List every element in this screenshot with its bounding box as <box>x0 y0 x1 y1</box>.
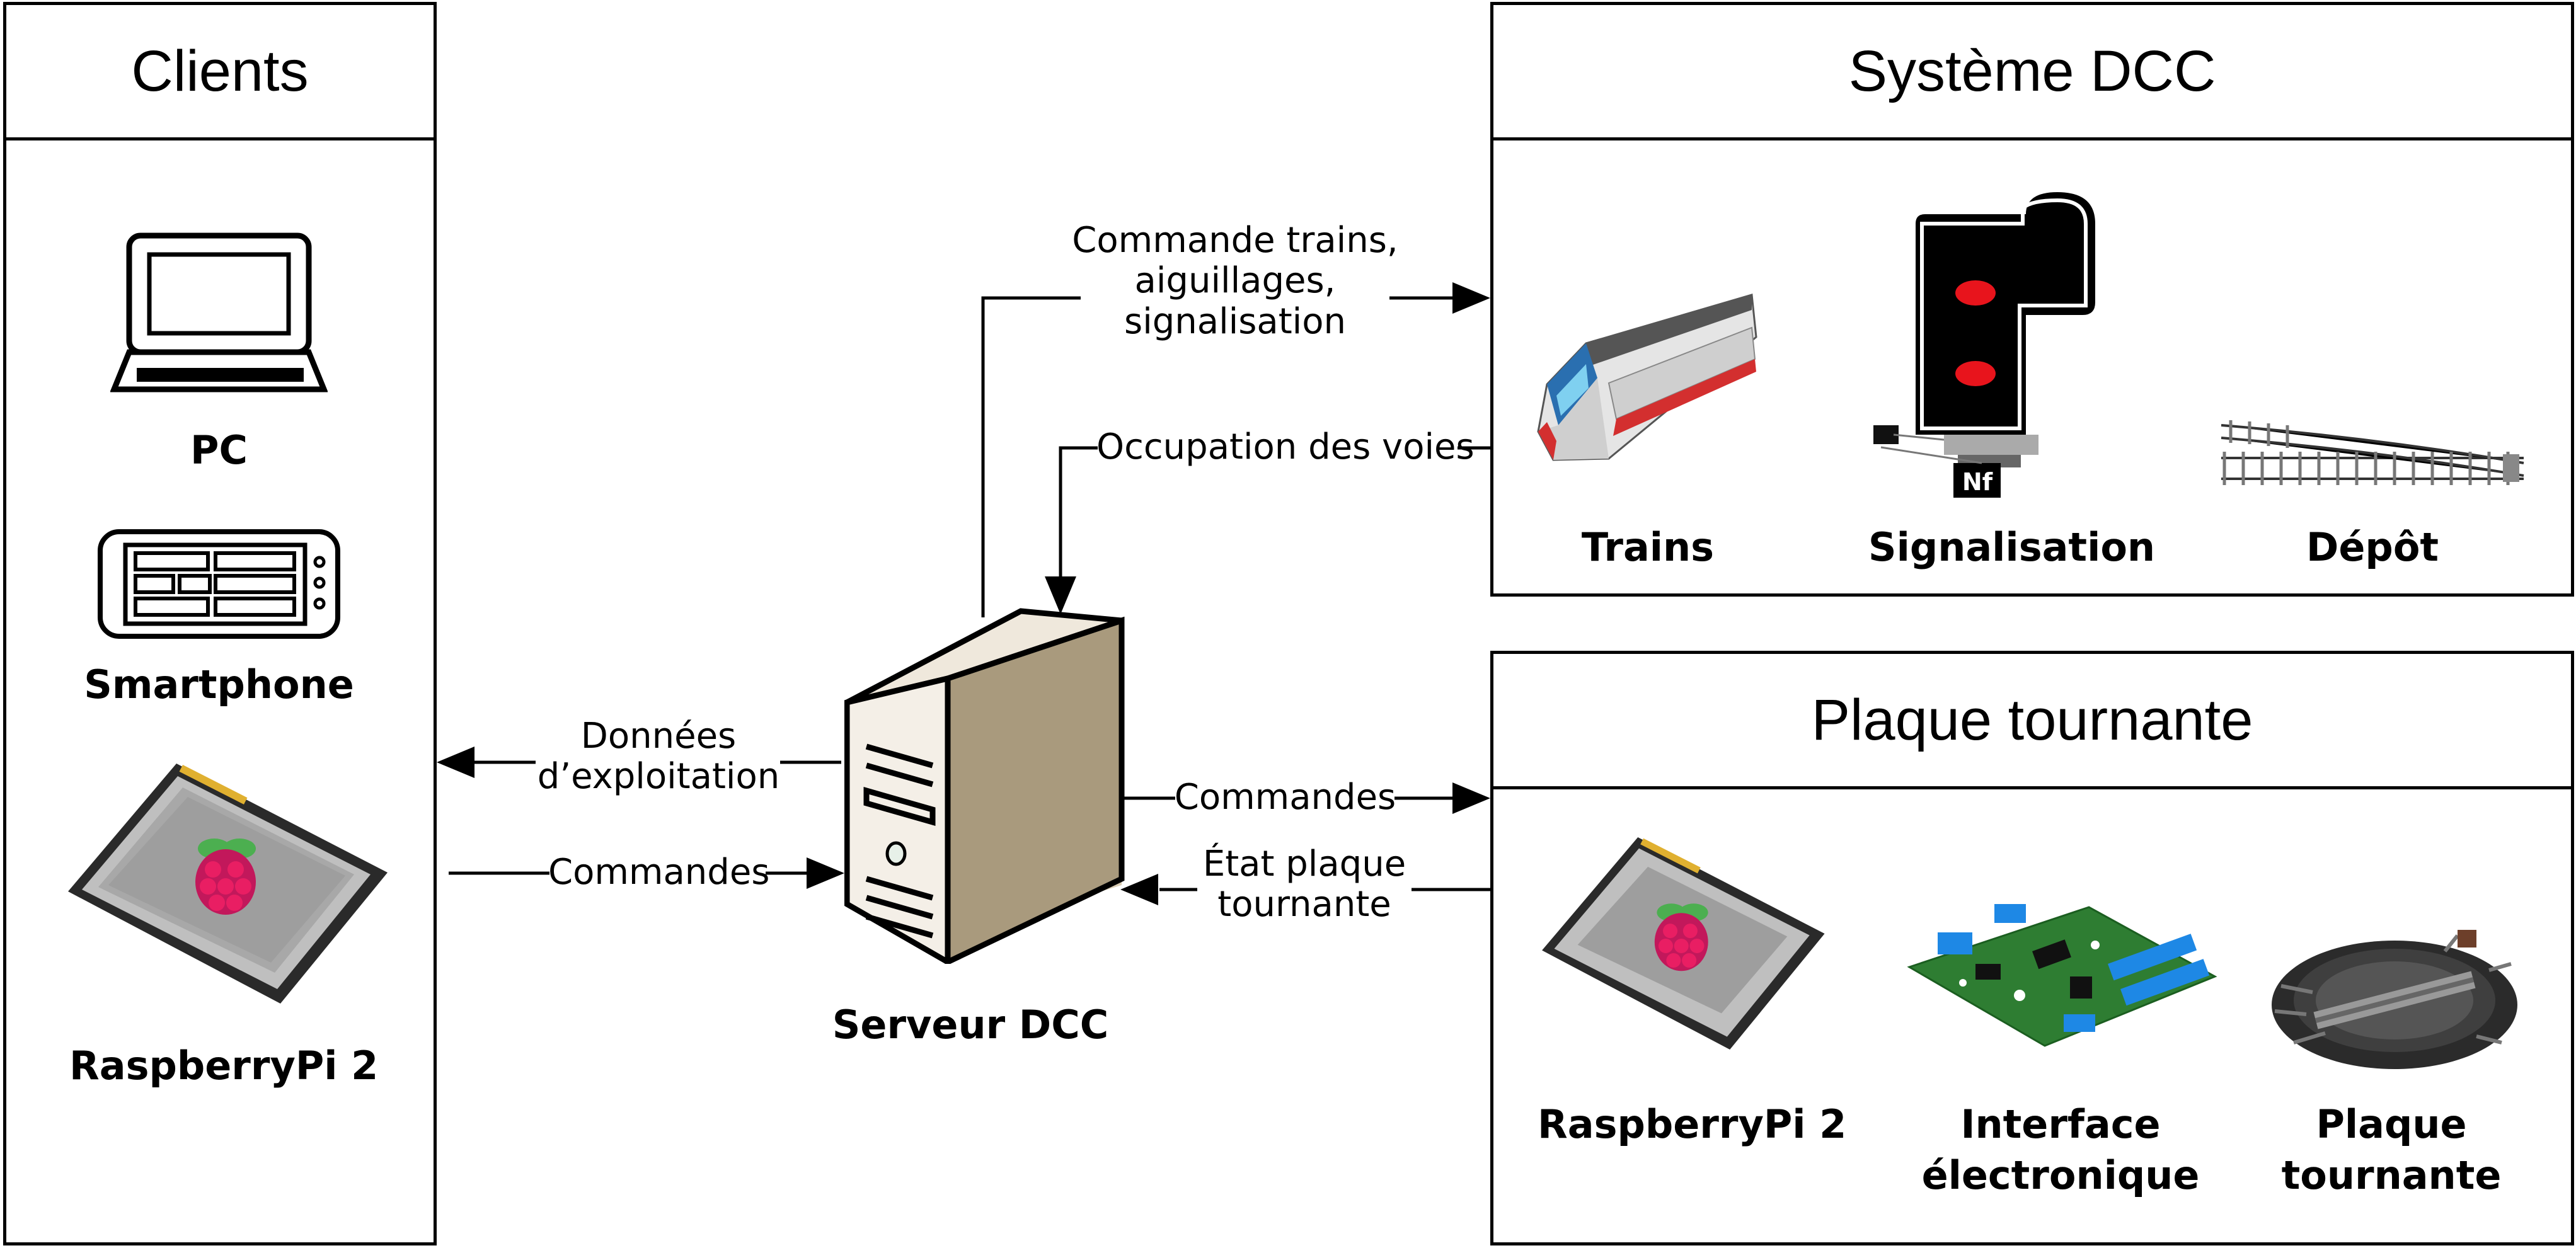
laptop-icon <box>110 232 328 392</box>
label-to-dcc-line2: aiguillages, <box>1134 260 1336 302</box>
clients-title: Clients <box>6 5 434 140</box>
label-from-turntable-line1: État plaque <box>1202 844 1406 884</box>
tablet-icon <box>98 529 340 639</box>
server-label: Serveur DCC <box>832 1002 1109 1048</box>
dcc-item-trains-label: Trains <box>1581 524 1715 570</box>
label-from-turntable-line2: tournante <box>1217 884 1391 925</box>
label-from-turntable: État plaque tournante <box>1194 844 1415 925</box>
dcc-system-title: Système DCC <box>1493 5 2571 140</box>
turntable-title: Plaque tournante <box>1493 654 2571 789</box>
label-to-dcc: Commande trains, aiguillages, signalisat… <box>1071 220 1399 342</box>
turntable-item-interface-line2: électronique <box>1921 1152 2200 1198</box>
train-icon <box>1537 294 1757 461</box>
arrowhead-from-dcc <box>1045 576 1076 614</box>
dcc-item-depot-label: Dépôt <box>2306 524 2439 570</box>
arrowhead-to-dcc <box>1452 282 1490 314</box>
arrowhead-from-clients <box>807 857 844 889</box>
track-switch-icon <box>2221 420 2524 485</box>
arrowhead-from-turntable <box>1120 874 1158 905</box>
turntable-icon <box>2272 930 2517 1069</box>
label-to-clients-line2: d’exploitation <box>537 756 780 798</box>
turntable-item-plate-line1: Plaque <box>2316 1101 2467 1147</box>
turntable-item-raspberry-label: RaspberryPi 2 <box>1538 1101 1847 1147</box>
turntable-item-plate-label: Plaque tournante <box>2256 1101 2527 1198</box>
dcc-item-signal-label: Signalisation <box>1868 524 2156 570</box>
line-from-dcc-b <box>1059 446 1098 580</box>
label-to-dcc-line1: Commande trains, <box>1072 220 1398 261</box>
label-to-dcc-line3: signalisation <box>1124 301 1346 342</box>
signal-icon: Nf <box>1873 192 2095 498</box>
raspberry-pi-screen-icon <box>68 764 388 1004</box>
clients-item-smartphone-label: Smartphone <box>84 661 354 707</box>
turntable-item-plate-line2: tournante <box>2281 1152 2502 1198</box>
arrowhead-to-turntable <box>1452 782 1490 814</box>
label-from-clients: Commandes <box>548 852 770 893</box>
clients-item-pc-label: PC <box>190 427 248 473</box>
label-to-clients-line1: Données <box>580 716 737 757</box>
turntable-item-interface-line1: Interface <box>1960 1101 2161 1147</box>
arrowhead-to-clients <box>437 747 474 778</box>
line-to-dcc-a <box>981 296 1081 617</box>
turntable-item-interface-label: Interface électronique <box>1916 1101 2205 1198</box>
label-from-dcc: Occupation des voies <box>1096 426 1475 467</box>
server-tower-icon <box>844 608 1125 964</box>
label-to-turntable: Commandes <box>1174 777 1396 818</box>
raspberry-pi-screen-icon <box>1542 837 1825 1050</box>
clients-item-raspberry-label: RaspberryPi 2 <box>69 1043 379 1089</box>
svg-text:Nf: Nf <box>1962 468 1993 496</box>
circuit-board-icon <box>1907 904 2217 1047</box>
label-to-clients: Données d’exploitation <box>532 716 785 798</box>
